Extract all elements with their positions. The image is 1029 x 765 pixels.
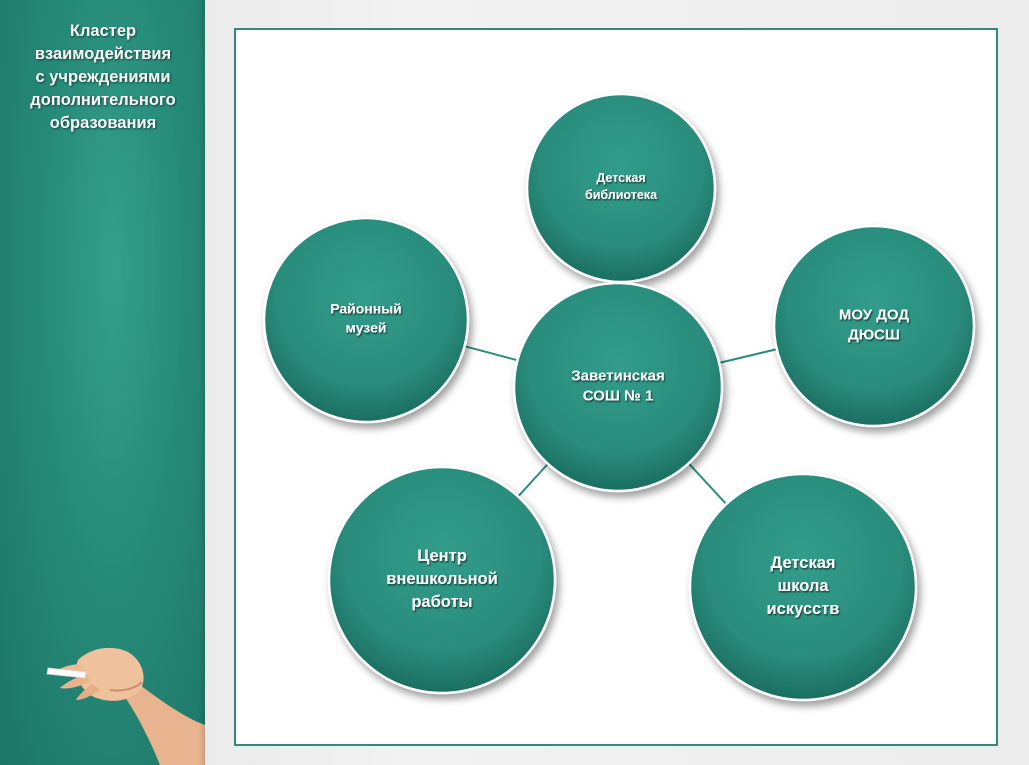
node-zavetinskaya-sosh-circle <box>512 281 724 493</box>
node-rayonny-muzey-label-line-1: Районный <box>330 300 402 316</box>
hand-with-chalk-icon <box>46 647 205 765</box>
node-tsentr-vneshkolnoy-raboty-label-line-1: Центр <box>417 547 467 565</box>
node-detskaya-shkola-iskusstv: Детская школа искусств <box>688 472 918 702</box>
node-rayonny-muzey: Районный музей <box>262 216 470 424</box>
node-zavetinskaya-sosh-label-line-2: СОШ № 1 <box>583 387 654 404</box>
connector-rayonny-muzey <box>462 344 520 362</box>
node-detskaya-biblioteka: Детская библиотека <box>525 92 717 284</box>
connector-tsentr-vneshkolnoy-raboty <box>516 461 551 499</box>
node-detskaya-shkola-iskusstv-label-line-1: Детская <box>770 554 835 572</box>
node-mou-dod-dyussh-label-line-1: МОУ ДОД <box>839 306 909 323</box>
node-detskaya-shkola-iskusstv-label-line-3: искусств <box>767 600 840 618</box>
node-mou-dod-dyussh-label-line-2: ДЮСШ <box>848 326 900 343</box>
node-detskaya-shkola-iskusstv-circle <box>688 472 918 702</box>
node-detskaya-shkola-iskusstv-label-line-2: школа <box>777 577 829 595</box>
connector-mou-dod-dyussh <box>716 347 779 365</box>
side-panel: Кластер взаимодействия с учреждениями до… <box>0 0 205 765</box>
side-title: Кластер взаимодействия с учреждениями до… <box>30 22 176 132</box>
node-tsentr-vneshkolnoy-raboty: Центр внешкольной работы <box>327 465 557 695</box>
node-rayonny-muzey-circle <box>262 216 470 424</box>
node-mou-dod-dyussh-circle <box>772 224 976 428</box>
node-tsentr-vneshkolnoy-raboty-circle <box>327 465 557 695</box>
connector-detskaya-shkola-iskusstv <box>686 461 729 507</box>
node-zavetinskaya-sosh-label-line-1: Заветинская <box>571 367 664 384</box>
node-tsentr-vneshkolnoy-raboty-label-line-3: работы <box>411 593 472 611</box>
node-mou-dod-dyussh: МОУ ДОД ДЮСШ <box>772 224 976 428</box>
node-rayonny-muzey-label-line-2: музей <box>346 319 387 335</box>
node-detskaya-biblioteka-label-line-1: Детская <box>596 171 645 185</box>
node-tsentr-vneshkolnoy-raboty-label-line-2: внешкольной <box>386 570 498 588</box>
node-detskaya-biblioteka-label-line-2: библиотека <box>585 188 658 202</box>
